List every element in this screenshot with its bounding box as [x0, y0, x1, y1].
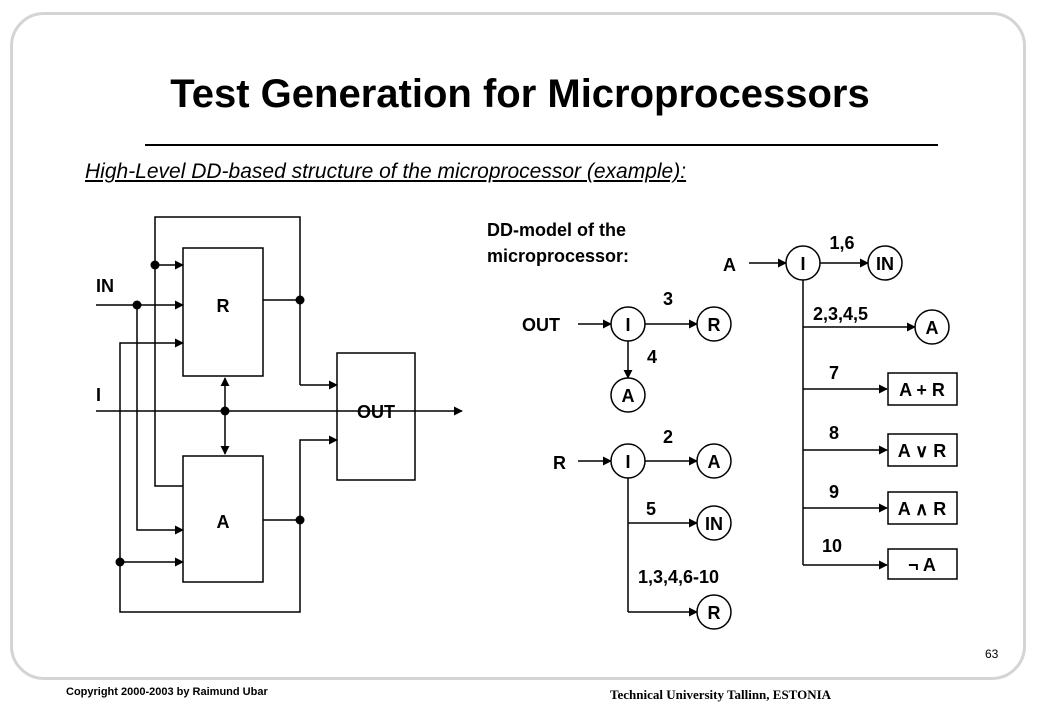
r-dd-terminal-a — [696, 443, 732, 479]
r-dd-terminal-bottom-label: R — [708, 603, 721, 623]
a-output-wire — [263, 435, 338, 521]
a-dd-terminal-box — [887, 548, 958, 580]
junction-dots — [115, 260, 305, 567]
out-dd-terminal-down-label: A — [622, 386, 635, 406]
a-dd-terminal-label: A ∧ R — [898, 499, 947, 519]
out-block-label: OUT — [357, 402, 395, 422]
r-dd — [578, 443, 732, 630]
dd-caption-line2: microprocessor: — [487, 246, 629, 266]
a-dd-terminal-in — [867, 245, 903, 281]
out-dd-edge-down-label: 4 — [647, 347, 657, 367]
university-footer: Technical University Tallinn, ESTONIA — [610, 687, 832, 702]
r-dd-terminal-r — [696, 594, 732, 630]
out-block — [336, 352, 416, 481]
slide-frame — [10, 12, 1026, 680]
out-dd-node-label: I — [625, 315, 630, 335]
register-r-block — [182, 247, 264, 377]
out-dd-edge-right-label: 3 — [663, 289, 673, 309]
input-i-label: I — [96, 385, 101, 405]
register-r-label: R — [217, 296, 230, 316]
dd-caption-line1: DD-model of the — [487, 220, 626, 240]
r-dd-edge-bottom-label: 1,3,4,6-10 — [638, 567, 719, 587]
block-structure — [96, 216, 463, 613]
in-to-a-wire — [136, 305, 184, 535]
r-dd-terminal-right-label: A — [708, 452, 721, 472]
out-dd — [578, 306, 732, 413]
a-dd-terminal-box — [887, 491, 958, 525]
slide-title: Test Generation for Microprocessors — [170, 72, 870, 116]
a-dd-terminal-label: ¬ A — [908, 555, 936, 575]
a-dd-edge-label: 7 — [829, 363, 839, 383]
a-dd-edge-label: 2,3,4,5 — [813, 304, 868, 324]
a-dd-edge-label: 9 — [829, 482, 839, 502]
out-dd-terminal-right-label: R — [708, 315, 721, 335]
junction-dot — [115, 557, 125, 567]
a-dd-terminal-label: A ∨ R — [898, 441, 947, 461]
a-output-loop — [119, 338, 301, 613]
a-dd-terminal-right-label: IN — [876, 254, 894, 274]
junction-dot — [295, 515, 305, 525]
a-dd-terminal-label: A + R — [899, 380, 945, 400]
r-output-wire — [154, 216, 301, 301]
out-dd-terminal-r — [696, 306, 732, 342]
r-dd-terminal-in — [696, 505, 732, 541]
junction-dot — [295, 295, 305, 305]
a-dd-edge-label: 8 — [829, 423, 839, 443]
a-dd-terminal-box — [887, 433, 958, 467]
register-a-label: A — [217, 512, 230, 532]
junction-dot — [220, 406, 230, 416]
r-dd-terminal-mid-label: IN — [705, 514, 723, 534]
out-dd-node-i — [610, 306, 646, 342]
a-dd-node-label: I — [800, 254, 805, 274]
slide-subtitle: High-Level DD-based structure of the mic… — [85, 160, 687, 183]
a-dd-edge-right-label: 1,6 — [829, 233, 854, 253]
copyright-notice: Copyright 2000-2003 by Raimund Ubar — [66, 686, 268, 698]
a-dd — [749, 245, 958, 580]
r-dd-node-label: I — [625, 452, 630, 472]
r-dd-edge-right-label: 2 — [663, 427, 673, 447]
input-in-label: IN — [96, 276, 114, 296]
a-dd-terminal-a — [914, 309, 950, 345]
r-dd-node-i — [610, 443, 646, 479]
out-dd-root-label: OUT — [522, 315, 560, 335]
out-dd-terminal-a — [610, 377, 646, 413]
r-dd-edge-mid-label: 5 — [646, 499, 656, 519]
page-number: 63 — [985, 647, 999, 661]
a-dd-node-i — [785, 245, 821, 281]
a-dd-terminal-label: A — [926, 318, 939, 338]
junction-dot — [132, 300, 142, 310]
register-a-block — [182, 455, 264, 583]
a-feedback-wire — [154, 260, 184, 487]
a-dd-edge-label: 10 — [822, 536, 842, 556]
r-dd-root-label: R — [553, 453, 566, 473]
a-dd-root-label: A — [723, 255, 736, 275]
junction-dot — [150, 260, 160, 270]
a-dd-terminal-box — [887, 372, 958, 406]
